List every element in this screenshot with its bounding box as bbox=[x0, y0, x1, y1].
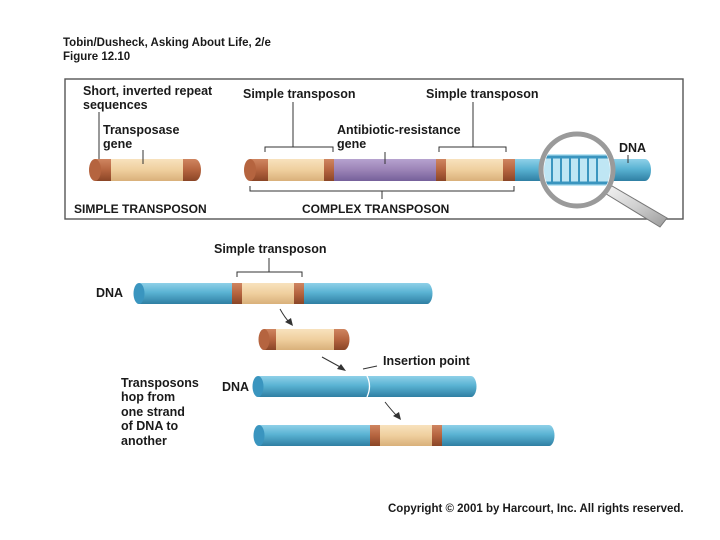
simple-transposon-label-left: Simple transposon bbox=[243, 87, 356, 101]
hop-caption-line4: of DNA to bbox=[121, 419, 179, 434]
transposase-label-line2: gene bbox=[103, 137, 133, 152]
dna-label-strand1: DNA bbox=[96, 286, 124, 300]
hop-caption-line2: hop from bbox=[121, 390, 176, 405]
insertion-point-label: Insertion point bbox=[383, 354, 470, 368]
dna-strand-3 bbox=[253, 425, 555, 446]
copyright-notice: Copyright © 2001 by Harcourt, Inc. All r… bbox=[388, 503, 684, 515]
inverted-repeat-label-line1: Short, inverted repeat bbox=[83, 84, 213, 98]
antibiotic-resistance-label: Antibiotic-resistance gene bbox=[337, 123, 461, 152]
hop-caption-line1: Transposons bbox=[121, 376, 199, 390]
hop-caption-line3: one strand bbox=[121, 404, 185, 419]
hop-caption-line5: another bbox=[121, 433, 167, 448]
source-caption: Tobin/Dusheck, Asking About Life, 2/e bbox=[63, 37, 271, 49]
transposase-gene-label: Transposase gene bbox=[103, 123, 179, 152]
dna-label-strand2: DNA bbox=[222, 380, 250, 394]
simple-transposon-segment bbox=[89, 159, 201, 181]
antibiotic-label-line2: gene bbox=[337, 137, 367, 152]
inverted-repeat-label-line2: sequences bbox=[83, 98, 148, 113]
dna-strand-2 bbox=[252, 375, 477, 398]
dna-strand-1 bbox=[133, 283, 433, 304]
simple-transposon-label-right: Simple transposon bbox=[426, 87, 539, 101]
complex-transposon-caption: COMPLEX TRANSPOSON bbox=[302, 202, 450, 216]
figure-number: Figure 12.10 bbox=[63, 51, 131, 63]
magnifier-icon bbox=[538, 131, 668, 228]
hop-caption: Transposons hop from one strand of DNA t… bbox=[121, 376, 199, 448]
inverted-repeat-label: Short, inverted repeat sequences bbox=[83, 84, 212, 113]
simple-transposon-caption: SIMPLE TRANSPOSON bbox=[74, 202, 207, 216]
dna-label-top: DNA bbox=[619, 141, 647, 155]
antibiotic-label-line1: Antibiotic-resistance bbox=[337, 123, 461, 137]
excised-transposon bbox=[258, 329, 350, 350]
simple-transposon-label-bottom: Simple transposon bbox=[214, 242, 327, 256]
transposase-label-line1: Transposase bbox=[103, 123, 180, 137]
